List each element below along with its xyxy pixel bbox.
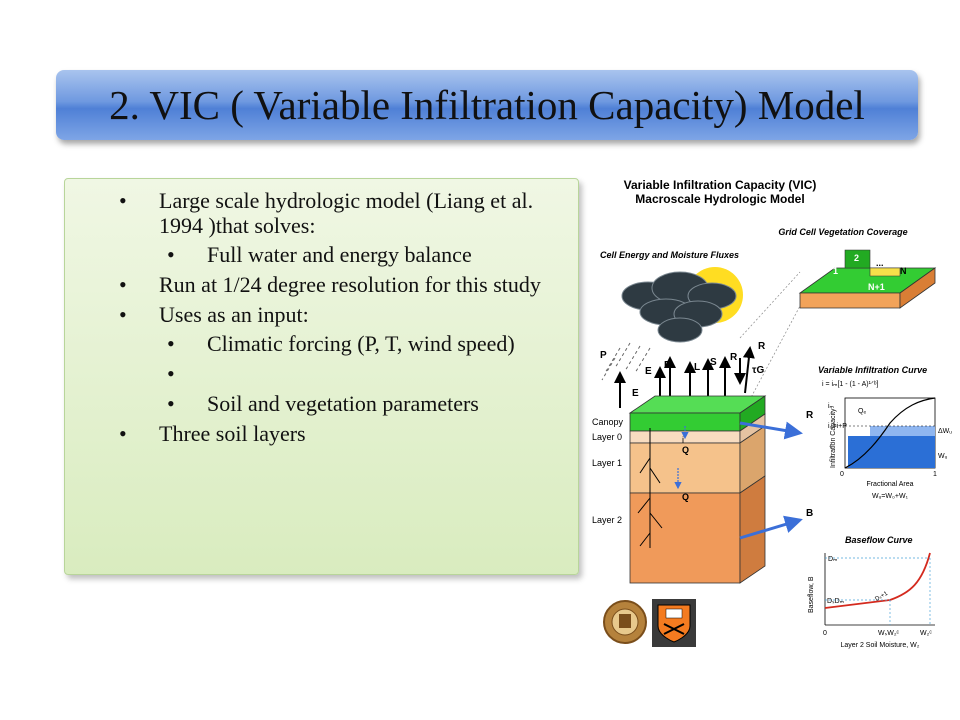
infil-mark-1: 1 bbox=[933, 471, 937, 478]
sub-bullet-list: Climatic forcing (P, T, wind speed) Soil… bbox=[167, 331, 564, 416]
bullet-box: Large scale hydrologic model (Liang et a… bbox=[64, 178, 579, 575]
infil-eq: Wᵤ=W₀+W₁ bbox=[872, 493, 909, 500]
flux-label-e: E bbox=[632, 388, 639, 399]
base-mark-w2c: W₂ᶜ bbox=[920, 630, 932, 637]
soil-column bbox=[628, 395, 767, 584]
base-mark-0: 0 bbox=[823, 630, 827, 637]
flux-label-ec: E bbox=[664, 360, 671, 371]
flow-label-r: R bbox=[806, 410, 814, 421]
diagram-title: Variable Infiltration Capacity (VIC) bbox=[624, 178, 817, 192]
base-xlabel: Layer 2 Soil Moisture, W₂ bbox=[841, 642, 920, 649]
flow-label-i: i bbox=[682, 435, 684, 445]
base-mark-dm: Dₘ bbox=[828, 556, 837, 563]
infil-mark-dwu: ΔWᵤ bbox=[938, 428, 952, 435]
infil-mark-wu: Wᵤ bbox=[938, 453, 948, 460]
flow-label-q1: Q bbox=[682, 445, 689, 455]
veg-label-n1: N+1 bbox=[868, 282, 885, 292]
baseflow-curve-plot bbox=[824, 552, 935, 626]
flow-label-q2: Q bbox=[682, 492, 689, 502]
infil-mark-qd: Qₑ bbox=[858, 408, 866, 415]
veg-label-dots: ... bbox=[876, 258, 884, 268]
layer-0-label: Layer 0 bbox=[592, 432, 622, 442]
base-ylabel: Baseflow, B bbox=[808, 576, 815, 613]
veg-label-n: N bbox=[900, 266, 907, 276]
sub-bullet-item: Soil and vegetation parameters bbox=[167, 391, 564, 416]
bullet-item: Uses as an input: Climatic forcing (P, T… bbox=[119, 302, 564, 416]
flux-label-l: L bbox=[694, 362, 700, 373]
infil-mark-i0p: i₀=i+P bbox=[828, 423, 847, 430]
veg-label-2: 2 bbox=[854, 253, 859, 263]
infil-ylabel: Infiltration Capacity bbox=[830, 408, 837, 468]
veg-label-1: 1 bbox=[833, 266, 838, 276]
base-mark-dsdm: DₛDₘ bbox=[827, 598, 844, 605]
vegetation-grid-block: 1 2 ... N N+1 bbox=[798, 249, 937, 309]
flux-label-tg: τG bbox=[752, 365, 764, 376]
flux-label-rl: R bbox=[730, 352, 738, 363]
grid-coverage-label: Grid Cell Vegetation Coverage bbox=[778, 227, 907, 237]
sub-bullet-item: Climatic forcing (P, T, wind speed) bbox=[167, 331, 564, 356]
flux-label-et: E bbox=[645, 366, 652, 377]
university-seal-icon bbox=[603, 600, 647, 644]
roots bbox=[637, 428, 663, 548]
base-mark-wsw2: WₛW₂ᶜ bbox=[878, 630, 900, 637]
base-title: Baseflow Curve bbox=[845, 535, 913, 545]
infil-mark-i: i bbox=[830, 443, 832, 450]
infil-xlabel: Fractional Area bbox=[866, 481, 913, 488]
infiltration-curve-plot bbox=[844, 397, 936, 469]
bullet-list: Large scale hydrologic model (Liang et a… bbox=[119, 188, 564, 451]
rain-lines bbox=[601, 342, 651, 381]
diagram-subtitle: Macroscale Hydrologic Model bbox=[635, 192, 804, 206]
layer-2-label: Layer 2 bbox=[592, 515, 622, 525]
cloud-icon bbox=[621, 271, 737, 343]
princeton-shield-icon bbox=[652, 599, 696, 647]
layer-canopy-label: Canopy bbox=[592, 417, 624, 427]
flux-label-p: P bbox=[600, 350, 607, 361]
sub-bullet-item: Full water and energy balance bbox=[167, 242, 564, 267]
flux-label-rs: R bbox=[758, 341, 766, 352]
slide-title: 2. VIC ( Variable Infiltration Capacity)… bbox=[109, 82, 865, 128]
layer-1-label: Layer 1 bbox=[592, 458, 622, 468]
infil-mark-0: 0 bbox=[840, 471, 844, 478]
vic-diagram: Variable Infiltration Capacity (VIC) Mac… bbox=[592, 178, 952, 649]
bullet-item: Run at 1/24 degree resolution for this s… bbox=[119, 272, 564, 297]
fluxes-label: Cell Energy and Moisture Fluxes bbox=[600, 250, 739, 260]
baseflow-arrow bbox=[739, 515, 803, 540]
title-bar: 2. VIC ( Variable Infiltration Capacity)… bbox=[56, 70, 918, 140]
bullet-text: Large scale hydrologic model (Liang et a… bbox=[159, 188, 534, 238]
bullet-item: Large scale hydrologic model (Liang et a… bbox=[119, 188, 564, 267]
infil-mark-im: iₘ bbox=[828, 403, 834, 410]
bullet-text: Uses as an input: bbox=[159, 302, 309, 327]
sub-bullet-list: Full water and energy balance bbox=[167, 242, 564, 267]
infil-title: Variable Infiltration Curve bbox=[818, 365, 927, 375]
runoff-arrow bbox=[739, 421, 803, 440]
empty-line bbox=[167, 361, 564, 386]
infil-formula: i = iₘ[1 - (1 - A)¹ᐟᵇ] bbox=[822, 381, 879, 388]
bullet-item: Three soil layers bbox=[119, 421, 564, 446]
flow-label-b: B bbox=[806, 508, 813, 519]
flux-label-s: S bbox=[710, 357, 717, 368]
